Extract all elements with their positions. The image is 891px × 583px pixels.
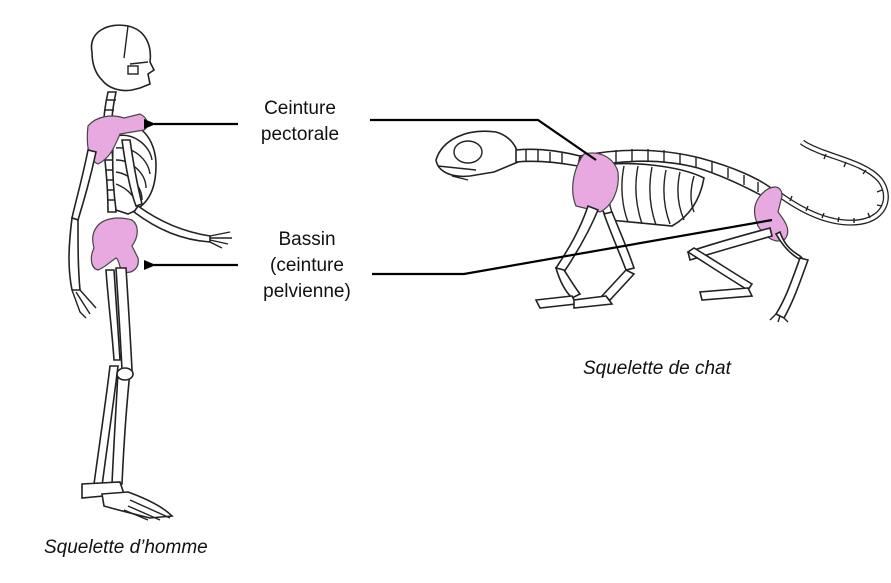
label-pectoral-girdle: Ceinture pectorale	[248, 96, 352, 148]
cat-skeleton	[435, 130, 889, 323]
label-pectoral-line1: Ceinture	[264, 98, 336, 119]
label-pelvis-line1: Bassin	[278, 229, 336, 250]
label-pectoral-line2: pectorale	[260, 124, 340, 145]
line-pectoral-cat	[370, 118, 597, 161]
label-pelvis-line2: (ceinture	[270, 255, 344, 276]
line-pelvis-cat	[372, 218, 773, 276]
caption-cat-skeleton: Squelette de chat	[583, 358, 731, 379]
caption-human-skeleton: Squelette d’homme	[44, 537, 208, 558]
label-pelvis-line3: pelvienne)	[263, 281, 351, 302]
label-pelvis: Bassin (ceinture pelvienne)	[252, 227, 362, 305]
human-skeleton	[68, 24, 232, 521]
